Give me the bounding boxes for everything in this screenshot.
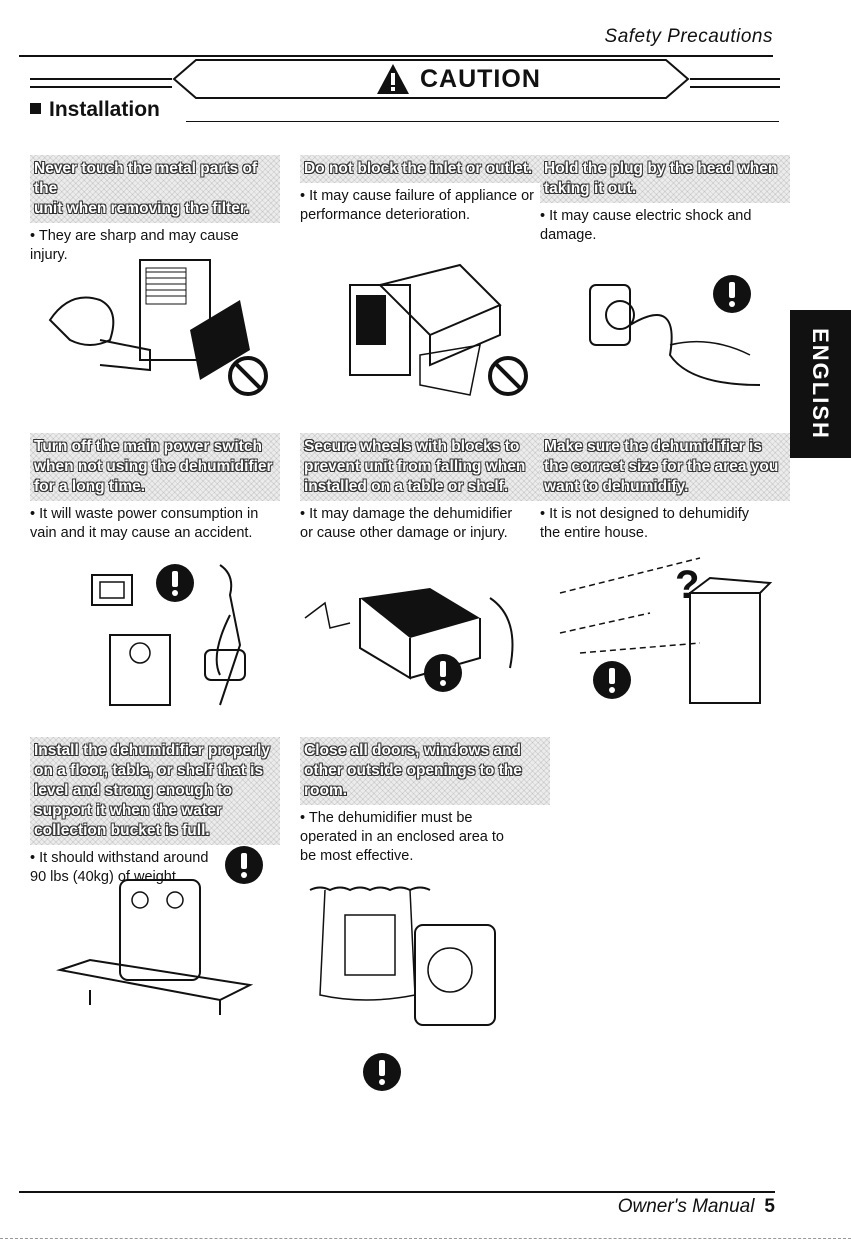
mandatory-icon [424,654,462,692]
precaution-item-power-switch: Turn off the main power switch when not … [30,433,280,543]
footer: Owner's Manual 5 [618,1196,775,1218]
caution-rule-right [690,78,780,88]
illustration-closed-window [305,885,515,1050]
mandatory-icon [713,275,751,313]
section-title: Installation [30,98,160,122]
precaution-item-plug-head: Hold the plug by the head when taking it… [540,155,790,245]
precaution-headline: Hold the plug by the head when taking it… [540,155,790,203]
mandatory-icon [593,661,631,699]
language-tab: ENGLISH [790,310,851,458]
section-rule [186,121,779,122]
prohibition-icon [228,356,268,396]
precaution-headline: Secure wheels with blocks to prevent uni… [300,433,550,501]
precaution-note: • It may cause electric shock and damage… [540,208,752,243]
precaution-note: • It will waste power consumption in vai… [30,506,259,541]
precaution-item-metal-parts: Never touch the metal parts of the unit … [30,155,280,265]
mandatory-icon [156,564,194,602]
precaution-headline: Do not block the inlet or outlet. [300,155,550,183]
illustration-blocked-inlet [320,245,540,410]
precaution-headline: Close all doors, windows and other outsi… [300,737,550,805]
precaution-note: • They are sharp and may cause injury. [30,228,239,263]
footer-manual-title: Owner's Manual [617,1196,755,1217]
illustration-room-size: ? [540,553,780,718]
illustration-level-shelf [50,870,270,1025]
illustration-plug-removal [550,245,770,400]
precaution-note: • It may cause failure of appliance or p… [300,188,534,223]
illustration-falling-unit [300,558,540,713]
illustration-power-switch [70,555,270,720]
mandatory-icon [363,1053,401,1091]
precaution-item-install-properly: Install the dehumidifier properly on a f… [30,737,280,887]
precaution-item-secure-wheels: Secure wheels with blocks to prevent uni… [300,433,550,543]
page-number: 5 [764,1196,775,1217]
precaution-headline: Make sure the dehumidifier is the correc… [540,433,790,501]
precaution-headline: Install the dehumidifier properly on a f… [30,737,280,845]
precaution-item-close-doors: Close all doors, windows and other outsi… [300,737,550,866]
precaution-note: • It may damage the dehumidifier or caus… [300,506,513,541]
precaution-note: • It is not designed to dehumidify the e… [540,506,750,541]
precaution-item-block-inlet: Do not block the inlet or outlet. • It m… [300,155,550,225]
precaution-headline: Turn off the main power switch when not … [30,433,280,501]
illustration-filter-removal [40,240,280,405]
precaution-item-correct-size: Make sure the dehumidifier is the correc… [540,433,790,543]
bullet-square-icon [30,103,41,114]
language-tab-label: ENGLISH [808,328,833,440]
section-title-text: Installation [49,98,160,121]
footer-rule [19,1191,775,1193]
page-header-title: Safety Precautions [604,26,773,47]
mandatory-icon [225,846,263,884]
svg-text:?: ? [675,563,699,607]
header-rule [19,55,773,57]
caution-banner: CAUTION [172,58,690,100]
precaution-headline: Never touch the metal parts of the unit … [30,155,280,223]
caution-rule-left [30,78,172,88]
precaution-note: • The dehumidifier must be operated in a… [300,810,504,864]
prohibition-icon [488,356,528,396]
warning-triangle-icon [377,64,409,94]
caution-label: CAUTION [420,65,541,93]
page-edge-rule [0,1238,851,1239]
